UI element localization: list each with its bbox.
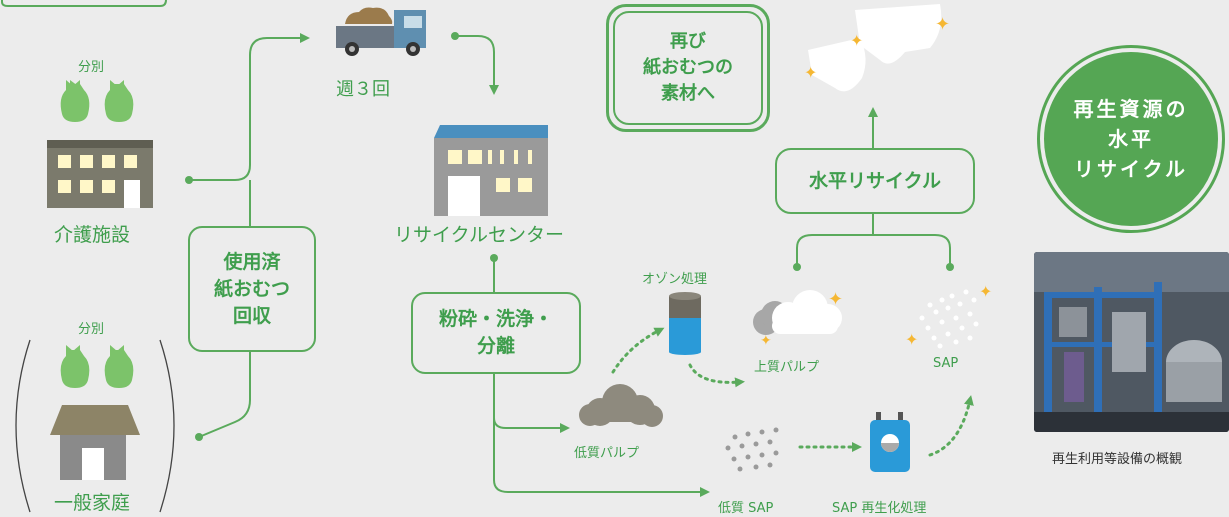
resource-circle: 再生資源の 水平 リサイクル [1044,52,1218,226]
sap-white-icon [919,289,979,349]
paren-left [15,339,31,513]
high-pulp-icon: ✦ ✦ [753,289,843,349]
recycle-center-icon [434,125,548,216]
sap-label: SAP [933,356,959,371]
process-box: 粉砕・洗浄・ 分離 [411,292,581,374]
svg-text:✦: ✦ [935,14,950,35]
facility-label: 介護施設 [54,224,131,246]
house-icon [50,405,140,480]
svg-text:✦: ✦ [828,289,843,310]
ozone-label: オゾン処理 [642,272,708,287]
collection-box: 使用済 紙おむつ 回収 [188,226,316,352]
reuse-box: 再び 紙おむつの 素材へ [606,4,770,132]
ozone-tank-icon [669,292,701,355]
svg-text:✦: ✦ [804,63,817,82]
photo-caption: 再生利用等設備の概観 [1052,452,1183,467]
bag-icon-home [60,345,134,388]
low-sap-icon [725,427,779,472]
bag-icon-facility [60,80,134,122]
svg-text:✦: ✦ [760,333,772,349]
paren-right [159,339,175,513]
low-pulp-label: 低質パルプ [574,446,640,461]
sorting-label-home: 分別 [78,322,105,337]
low-pulp-icon [579,384,663,427]
svg-text:✦: ✦ [850,31,863,50]
high-pulp-label: 上質パルプ [754,360,820,375]
home-label: 一般家庭 [54,492,131,514]
sorting-label-facility: 分別 [78,60,105,75]
truck-icon [336,7,426,56]
svg-text:✦: ✦ [979,282,992,301]
process-box-text: 粉砕・洗浄・ 分離 [438,308,553,357]
reuse-box-text: 再び 紙おむつの 素材へ [643,31,733,104]
collection-box-text: 使用済 紙おむつ 回収 [213,250,290,327]
horizontal-recycle-box: 水平リサイクル [775,148,975,214]
frequency-label: 週３回 [336,79,390,100]
sap-regen-tank-icon [870,412,910,472]
diaper-icon: ✦ ✦ ✦ [804,4,950,92]
top-partial-box [0,0,167,7]
recycle-center-label: リサイクルセンター [394,224,565,246]
facility-building-icon [47,140,153,208]
sap-regen-label: SAP 再生化処理 [832,501,927,516]
low-sap-label: 低質 SAP [718,501,774,516]
resource-circle-text: 再生資源の 水平 リサイクル [1073,97,1189,181]
svg-text:✦: ✦ [905,330,918,349]
facility-photo [1034,252,1229,432]
horizontal-recycle-text: 水平リサイクル [808,169,942,192]
